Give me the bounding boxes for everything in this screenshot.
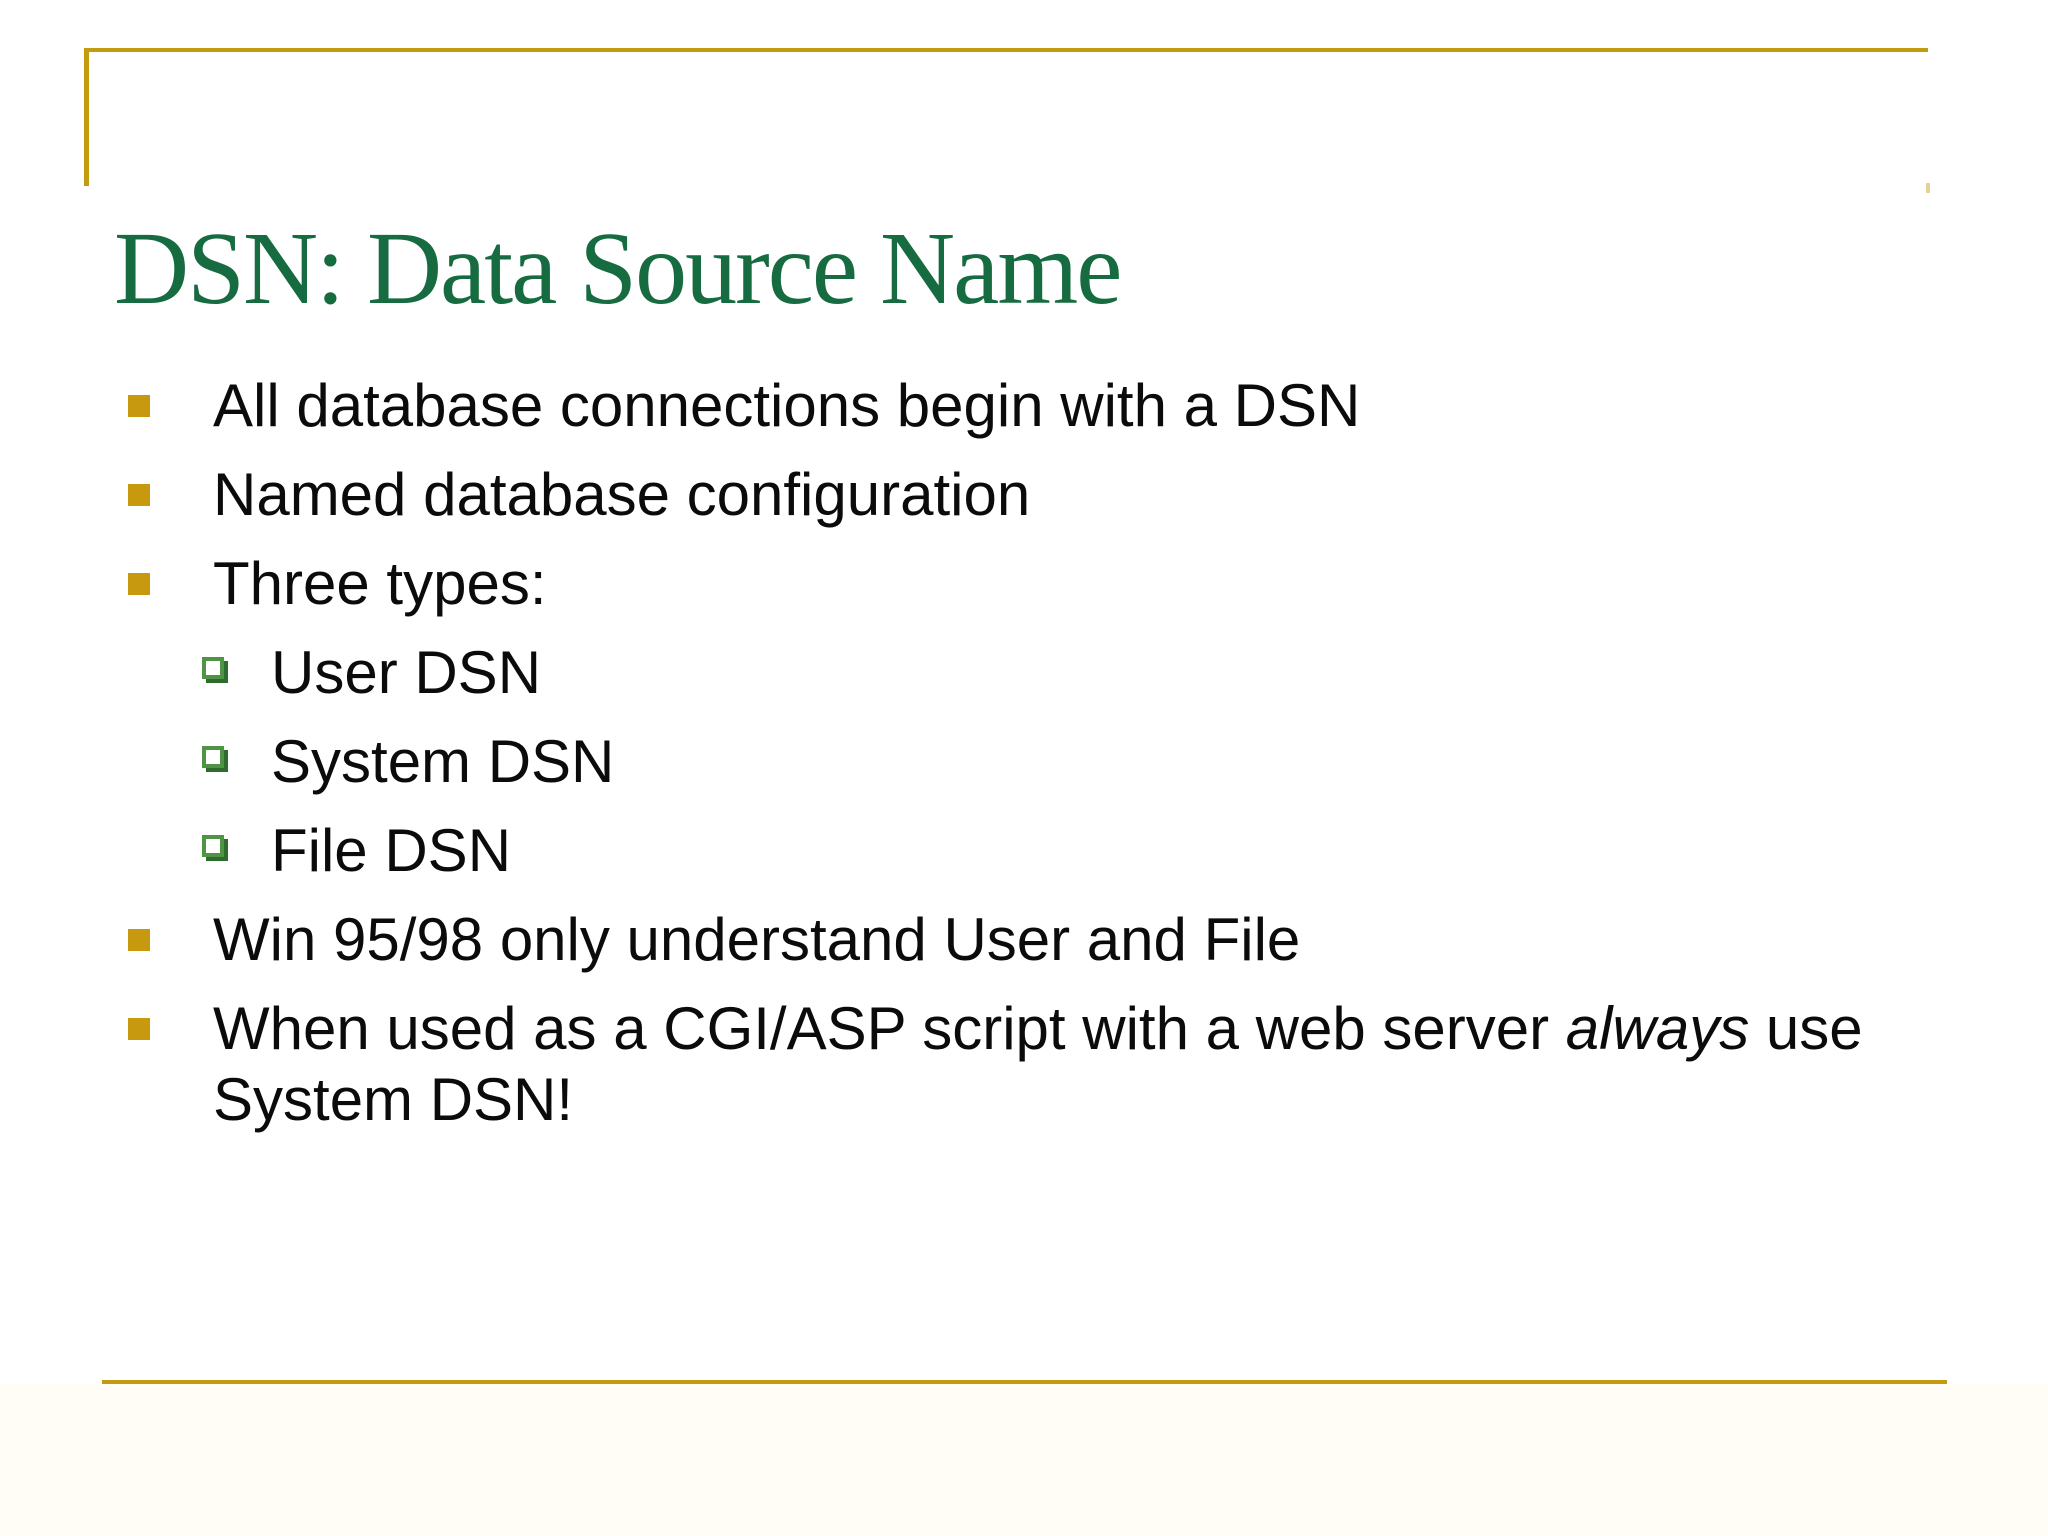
text-run: use — [1749, 995, 1863, 1062]
sub-bullet-square-icon — [202, 835, 224, 857]
bullet-item: All database connections begin with a DS… — [128, 370, 1868, 441]
text-run: Three types: — [213, 550, 547, 617]
emphasized-text: always — [1565, 995, 1750, 1062]
bullet-text: Three types: — [213, 548, 1868, 619]
bullet-text: All database connections begin with a DS… — [213, 370, 1868, 441]
text-run: Named database configuration — [213, 461, 1031, 528]
bullet-text: User DSN — [271, 637, 1868, 708]
sub-bullet-square-icon — [202, 746, 224, 768]
bullet-item: Named database configuration — [128, 459, 1868, 530]
bullet-item: Win 95/98 only understand User and File — [128, 904, 1868, 975]
bullet-list: All database connections begin with a DS… — [128, 370, 1868, 1153]
bullet-square-icon — [128, 395, 150, 417]
slide-title: DSN: Data Source Name — [114, 210, 1122, 326]
text-run: User DSN — [271, 639, 542, 706]
text-run: System DSN — [271, 728, 615, 795]
bullet-square-icon — [128, 484, 150, 506]
bullet-text: System DSN — [271, 726, 1868, 797]
text-run: When used as a CGI/ASP script with a web… — [213, 995, 1566, 1062]
bullet-text: Named database configuration — [213, 459, 1868, 530]
bullet-text: File DSN — [271, 815, 1868, 886]
decor-tick — [1926, 183, 1930, 193]
bottom-rule-line — [102, 1380, 1947, 1384]
text-run: System DSN! — [213, 1066, 574, 1133]
sub-bullet-item: File DSN — [128, 815, 1868, 886]
sub-bullet-item: System DSN — [128, 726, 1868, 797]
bullet-square-icon — [128, 573, 150, 595]
bullet-item: Three types: — [128, 548, 1868, 619]
top-rule-line — [86, 48, 1928, 52]
text-run: All database connections begin with a DS… — [213, 372, 1361, 439]
text-run: File DSN — [271, 817, 512, 884]
corner-vertical-line — [84, 48, 89, 186]
bullet-square-icon — [128, 1018, 150, 1040]
bullet-text: Win 95/98 only understand User and File — [213, 904, 1868, 975]
sub-bullet-square-icon — [202, 657, 224, 679]
bottom-background-tint — [0, 1384, 2048, 1536]
text-run: Win 95/98 only understand User and File — [213, 906, 1301, 973]
sub-bullet-item: User DSN — [128, 637, 1868, 708]
bullet-text: When used as a CGI/ASP script with a web… — [213, 993, 1868, 1135]
bullet-square-icon — [128, 929, 150, 951]
bullet-item: When used as a CGI/ASP script with a web… — [128, 993, 1868, 1135]
